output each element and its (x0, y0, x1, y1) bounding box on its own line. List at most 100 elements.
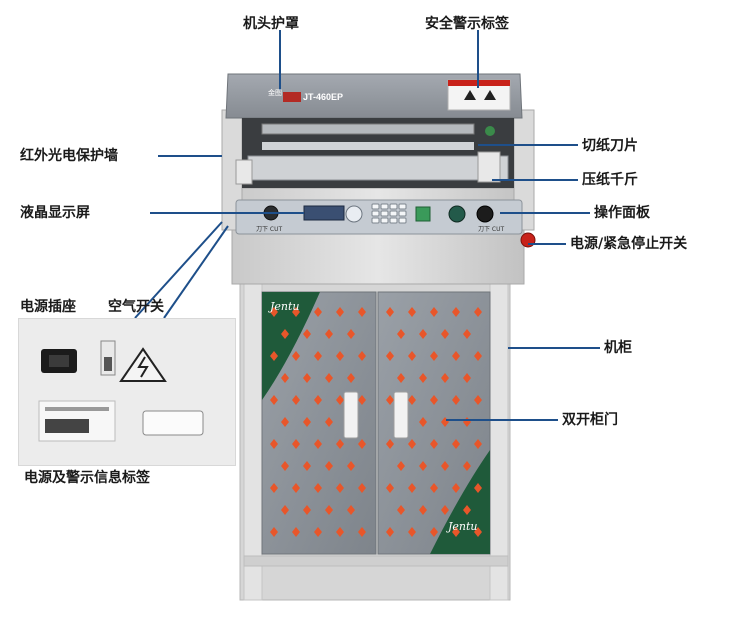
diamond-mark (408, 351, 416, 361)
diamond-mark (452, 351, 460, 361)
diamond-mark (441, 461, 449, 471)
label-power-warning: 电源及警示信息标签 (24, 470, 150, 486)
model-name: JT-460EP (303, 92, 344, 102)
diamond-mark (281, 373, 289, 383)
left-door-handle[interactable] (343, 391, 359, 439)
keypad-key[interactable] (398, 210, 407, 217)
diamond-mark (452, 483, 460, 493)
diamond-mark (358, 439, 366, 449)
diamond-mark (358, 483, 366, 493)
diamond-mark (419, 417, 427, 427)
diamond-mark (303, 505, 311, 515)
diamond-mark (292, 527, 300, 537)
pointer-lines (134, 30, 600, 421)
label-infrared-wall: 红外光电保护墙 (20, 148, 118, 164)
diamond-mark (303, 461, 311, 471)
panel-text-left: 刀下 CUT (256, 226, 283, 233)
start-button[interactable] (415, 206, 431, 222)
right-door-handle[interactable] (393, 391, 409, 439)
diamond-mark (303, 417, 311, 427)
diamond-mark (474, 527, 482, 537)
keypad-key[interactable] (371, 203, 380, 210)
green-round-button[interactable] (448, 205, 466, 223)
label-air-switch: 空气开关 (108, 299, 164, 315)
diamond-mark (281, 461, 289, 471)
diamond-mark (474, 439, 482, 449)
inset-illustration (38, 340, 204, 442)
diamond-mark (292, 439, 300, 449)
diamond-mark (419, 461, 427, 471)
warning-triangle-icon (464, 90, 476, 100)
diamond-mark (463, 329, 471, 339)
diamond-mark (270, 483, 278, 493)
label-power-socket: 电源插座 (20, 299, 76, 315)
diamond-mark (441, 373, 449, 383)
diamond-mark (336, 483, 344, 493)
keypad-key[interactable] (380, 217, 389, 224)
diamond-mark (292, 351, 300, 361)
label-lcd-screen: 液晶显示屏 (20, 205, 90, 221)
keypad-key[interactable] (371, 217, 380, 224)
diamond-mark (452, 307, 460, 317)
diamond-mark (386, 307, 394, 317)
diamond-mark (314, 395, 322, 405)
diamond-mark (281, 417, 289, 427)
label-cutting-blade: 切纸刀片 (582, 138, 638, 154)
diamond-mark (474, 351, 482, 361)
diamond-mark (314, 483, 322, 493)
diamond-mark (325, 505, 333, 515)
diamond-mark (419, 505, 427, 515)
diamond-mark (408, 395, 416, 405)
keypad-key[interactable] (398, 217, 407, 224)
diamond-mark (292, 307, 300, 317)
keypad-key[interactable] (380, 210, 389, 217)
right-cut-button[interactable] (476, 205, 494, 223)
diamond-mark (314, 439, 322, 449)
diamond-mark (358, 527, 366, 537)
direction-keypad[interactable] (345, 205, 363, 223)
diamond-mark (347, 373, 355, 383)
door-logo-right: Jentu (448, 520, 478, 533)
diamond-mark (386, 439, 394, 449)
diamond-mark (281, 329, 289, 339)
keypad-key[interactable] (398, 203, 407, 210)
diamond-mark (336, 351, 344, 361)
keypad-key[interactable] (389, 210, 398, 217)
warning-triangle-icon-2 (484, 90, 496, 100)
diamond-mark (325, 329, 333, 339)
high-voltage-icon (119, 347, 167, 382)
diamond-mark (292, 483, 300, 493)
diamond-mark (336, 527, 344, 537)
label-double-door: 双开柜门 (562, 412, 618, 428)
diamond-mark (270, 439, 278, 449)
keypad-key[interactable] (389, 217, 398, 224)
diamond-mark (325, 461, 333, 471)
diamond-mark (314, 351, 322, 361)
diamond-mark (430, 439, 438, 449)
numeric-keypad[interactable] (371, 203, 407, 224)
door-logo-left: Jentu (270, 300, 300, 313)
label-head-cover: 机头护罩 (243, 16, 299, 32)
diamond-mark (336, 439, 344, 449)
keypad-key[interactable] (371, 210, 380, 217)
keypad-key[interactable] (389, 203, 398, 210)
cabinet-doors (261, 291, 491, 555)
keypad-key[interactable] (380, 203, 389, 210)
diamond-mark (397, 329, 405, 339)
diamond-mark (358, 395, 366, 405)
label-power-emergency: 电源/紧急停止开关 (570, 236, 688, 252)
inset-rear-panel (18, 318, 236, 466)
diamond-mark (386, 527, 394, 537)
diamond-mark (397, 461, 405, 471)
diamond-mark (474, 395, 482, 405)
diamond-mark (452, 527, 460, 537)
diamond-mark (408, 307, 416, 317)
diamond-mark (281, 505, 289, 515)
diamond-mark (441, 505, 449, 515)
diamond-mark (314, 307, 322, 317)
paper-clamp-bar (247, 155, 509, 181)
diamond-mark (441, 329, 449, 339)
diamond-mark (358, 351, 366, 361)
diamond-mark (463, 373, 471, 383)
brand-badge: 金图 (268, 89, 282, 97)
